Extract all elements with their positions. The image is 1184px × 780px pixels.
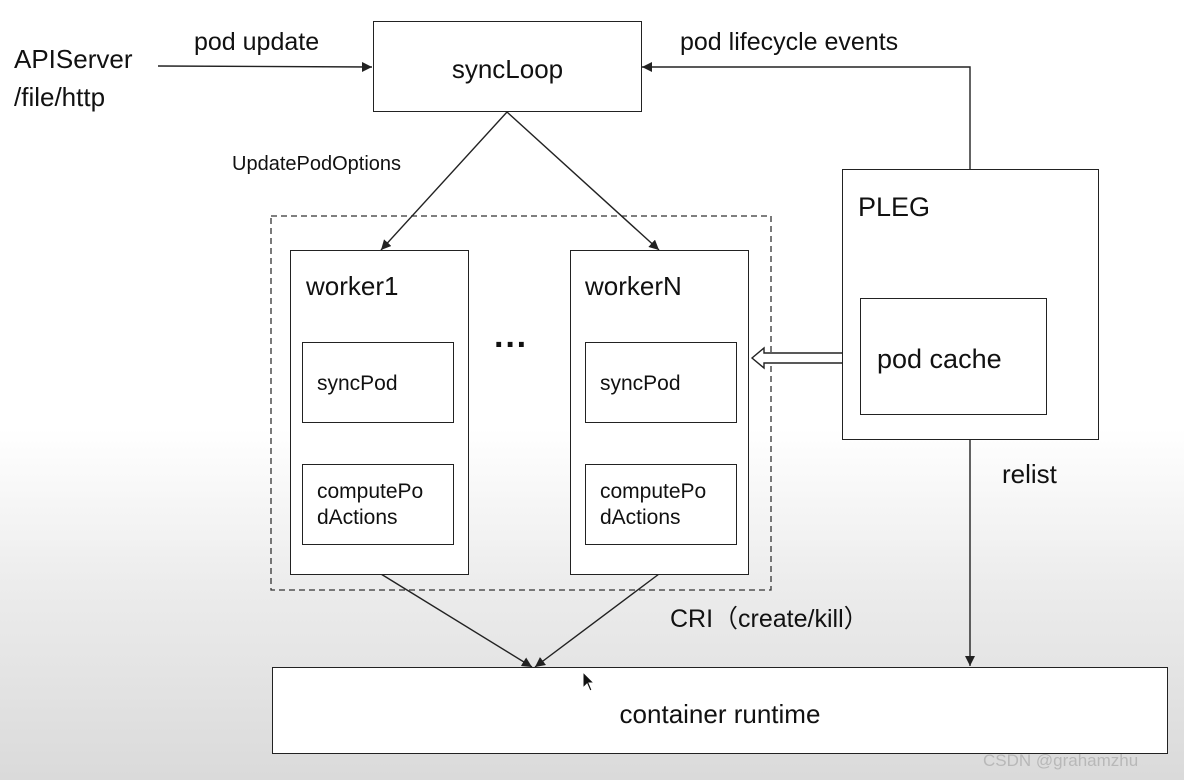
workern-compute-pod-actions-label: computePodActions — [600, 480, 707, 530]
source-label-file-http: /file/http — [14, 82, 106, 112]
sync-loop-to-worker1-arrow — [380, 111, 508, 251]
sync-loop-to-workern-arrow — [506, 111, 660, 251]
worker1-title: worker1 — [306, 271, 399, 301]
workers-ellipsis: ··· — [494, 326, 528, 364]
edge-label-pod-update: pod update — [194, 28, 320, 56]
workern-title: workerN — [585, 271, 682, 301]
worker1-to-runtime-arrow — [380, 573, 533, 668]
mouse-cursor-icon — [582, 671, 596, 692]
workern-compute-pod-actions-node: computePodActions — [585, 464, 737, 545]
workern-sync-pod-node: syncPod — [585, 342, 737, 423]
sync-loop-label: syncLoop — [451, 54, 564, 84]
worker1-compute-pod-actions-label: computePodActions — [317, 480, 424, 530]
edge-label-relist: relist — [1002, 459, 1057, 489]
worker1-sync-pod-node: syncPod — [302, 342, 454, 423]
source-label-apiserver: APIServer — [14, 44, 133, 74]
worker-group-dashed — [270, 215, 772, 591]
edge-label-update-pod-options: UpdatePodOptions — [232, 153, 402, 175]
pod-lifecycle-events-arrow — [642, 62, 971, 169]
pod-update-arrow — [157, 61, 373, 72]
pod-cache-node: pod cache — [860, 298, 1047, 415]
worker1-compute-pod-actions-node: computePodActions — [302, 464, 454, 545]
workern-sync-pod-label: syncPod — [600, 372, 681, 395]
csdn-watermark: CSDN @grahamzhu — [983, 751, 1139, 770]
worker1-sync-pod-label: syncPod — [317, 372, 398, 395]
edge-label-pod-lifecycle-events: pod lifecycle events — [680, 28, 899, 56]
sync-loop-node: syncLoop — [373, 21, 642, 112]
workern-to-runtime-arrow — [534, 573, 660, 668]
edge-label-cri: CRI（create/kill） — [670, 605, 869, 633]
pleg-label: PLEG — [858, 192, 931, 222]
container-runtime-label: container runtime — [619, 699, 821, 729]
container-runtime-node: container runtime — [272, 667, 1168, 754]
pod-cache-label: pod cache — [877, 344, 1002, 374]
